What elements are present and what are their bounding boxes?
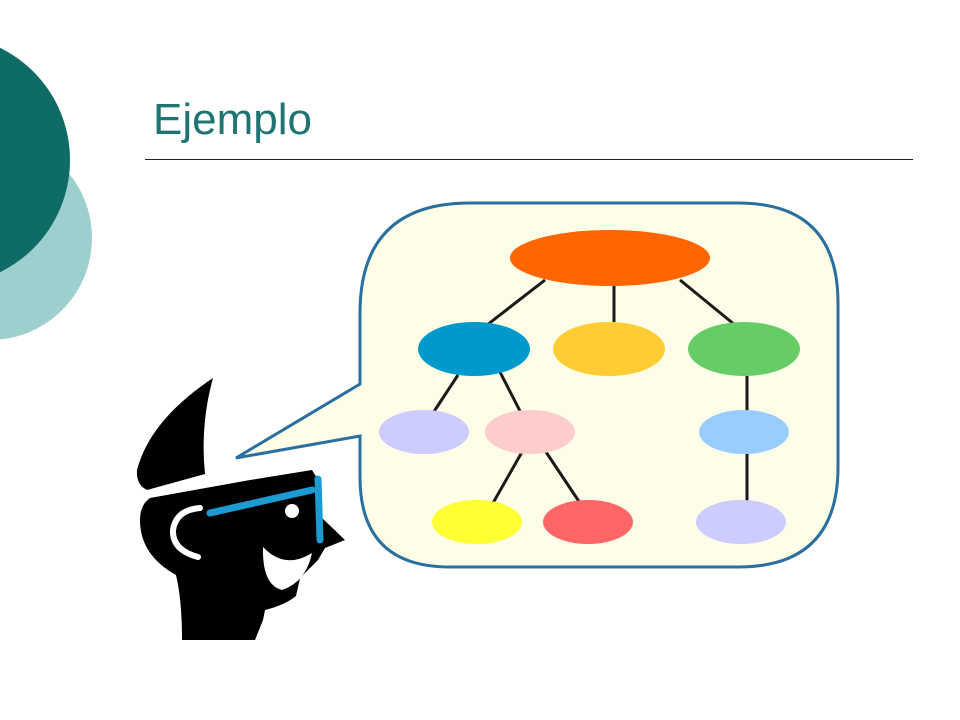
node-level2-lavender <box>379 410 469 454</box>
slide-title: Ejemplo <box>153 95 312 144</box>
deco-circle-dark <box>0 47 70 273</box>
head-silhouette <box>140 470 345 640</box>
node-level2-lightblue <box>699 410 789 454</box>
speech-bubble <box>235 201 840 569</box>
edge-root-green <box>679 278 736 327</box>
node-level1-blue <box>418 322 530 376</box>
title-underline <box>145 159 913 160</box>
node-level1-green <box>688 322 800 376</box>
smile <box>262 547 312 590</box>
edge-blue-lavender <box>431 374 460 414</box>
eye <box>285 504 299 518</box>
ear <box>170 505 203 560</box>
edge-root-blue <box>486 278 546 327</box>
node-level2-pink <box>485 410 575 454</box>
tree-connectors <box>431 278 749 504</box>
node-level3-yellow <box>432 500 522 544</box>
node-root <box>510 230 710 286</box>
glasses-arm <box>206 486 316 517</box>
thinking-person-icon <box>136 378 345 640</box>
head-flap <box>136 378 213 490</box>
node-level3-red <box>543 500 633 544</box>
node-level1-yellow <box>553 322 665 376</box>
edge-blue-pink <box>498 371 522 412</box>
node-level3-lavender <box>696 500 786 544</box>
edge-pink-yellow <box>491 451 524 504</box>
edge-pink-red <box>544 451 582 504</box>
glasses-frame <box>314 475 324 544</box>
